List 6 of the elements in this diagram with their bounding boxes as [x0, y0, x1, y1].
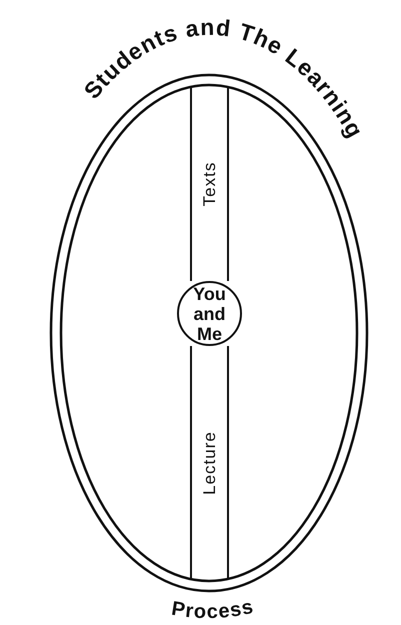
vertical-band	[190, 346, 229, 579]
band-label: Texts	[200, 162, 220, 206]
band-label: Lecture	[200, 430, 220, 494]
vertical-band	[190, 87, 229, 281]
curved-title-text: Process	[170, 596, 256, 624]
circle-label: You and Me	[192, 284, 227, 344]
